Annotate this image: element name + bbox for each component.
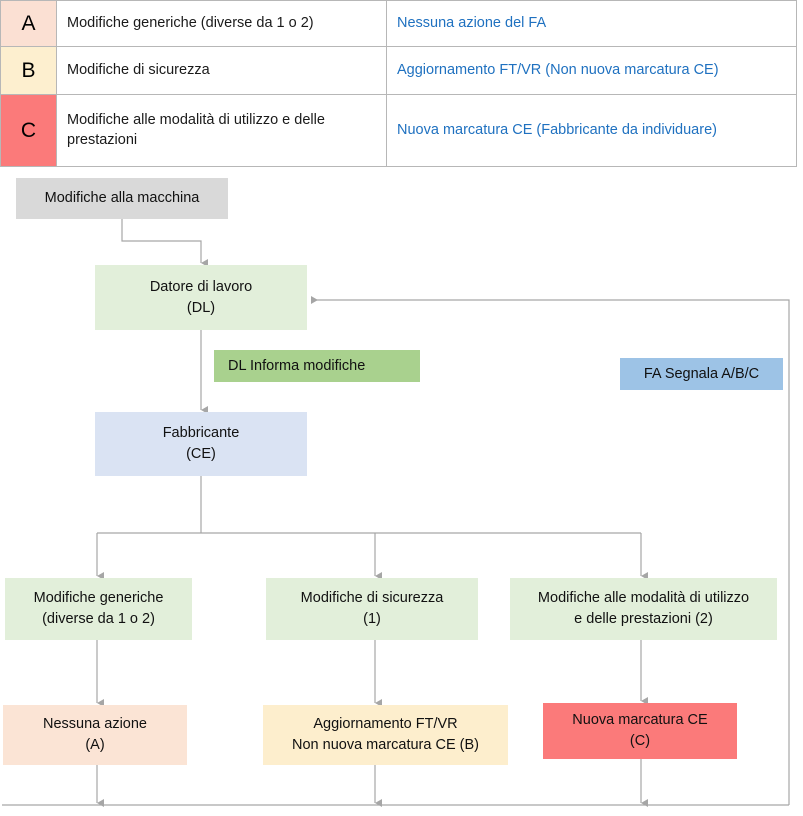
node-modifiche-di-sicurezza: Modifiche di sicurezza (1) <box>266 578 478 640</box>
legend-code-b: B <box>0 46 57 95</box>
table-row: C Modifiche alle modalità di utilizzo e … <box>0 94 797 167</box>
node-label-line2: (A) <box>85 737 105 753</box>
node-label-line2: (CE) <box>186 446 216 462</box>
node-label-line2: (1) <box>363 611 381 627</box>
node-nessuna-azione: Nessuna azione (A) <box>3 705 187 765</box>
legend-description-c: Modifiche alle modalità di utilizzo e de… <box>56 94 387 167</box>
node-label-line2: (diverse da 1 o 2) <box>42 611 155 627</box>
node-label: DL Informa modifiche <box>228 357 366 374</box>
node-nuova-marcatura-ce: Nuova marcatura CE (C) <box>543 703 737 759</box>
node-label-line1: Aggiornamento FT/VR <box>313 716 458 733</box>
node-modifiche-generiche: Modifiche generiche (diverse da 1 o 2) <box>5 578 192 640</box>
node-label-line1: Modifiche generiche <box>33 590 164 607</box>
node-fabbricante: Fabbricante (CE) <box>95 412 307 476</box>
node-label-line2: (DL) <box>186 299 216 316</box>
node-label: FA Segnala A/B/C <box>643 365 760 382</box>
node-label-line1: Fabbricante <box>162 425 240 442</box>
legend-action-c: Nuova marcatura CE (Fabbricante da indiv… <box>386 94 797 167</box>
legend-table: A Modifiche generiche (diverse da 1 o 2)… <box>0 0 797 167</box>
node-label-line1: Datore di lavoro <box>149 278 253 295</box>
node-label-line1: Nessuna azione <box>43 716 147 733</box>
legend-action-b: Aggiornamento FT/VR (Non nuova marcatura… <box>386 46 797 95</box>
node-label-line1: Nuova marcatura CE <box>572 712 708 729</box>
node-fa-segnala: FA Segnala A/B/C <box>620 358 783 390</box>
node-label-line1: Modifiche di sicurezza <box>300 590 444 607</box>
node-modifiche-modalita-utilizzo: Modifiche alle modalità di utilizzo e de… <box>510 578 777 640</box>
node-aggiornamento-ft-vr: Aggiornamento FT/VR Non nuova marcatura … <box>263 705 508 765</box>
node-label-line2: Non nuova marcatura CE (B) <box>292 737 479 753</box>
node-label-line2: e delle prestazioni (2) <box>574 611 713 627</box>
table-row: B Modifiche di sicurezza Aggiornamento F… <box>0 46 797 95</box>
node-label-line2: (C) <box>629 733 651 749</box>
node-dl-informa-modifiche: DL Informa modifiche <box>214 350 420 382</box>
legend-action-a: Nessuna azione del FA <box>386 0 797 47</box>
node-modifiche-alla-macchina: Modifiche alla macchina <box>16 178 228 219</box>
node-datore-di-lavoro: Datore di lavoro (DL) <box>95 265 307 330</box>
node-label: Modifiche alla macchina <box>44 190 200 207</box>
node-label-line1: Modifiche alle modalità di utilizzo <box>537 590 750 607</box>
legend-description-b: Modifiche di sicurezza <box>56 46 387 95</box>
